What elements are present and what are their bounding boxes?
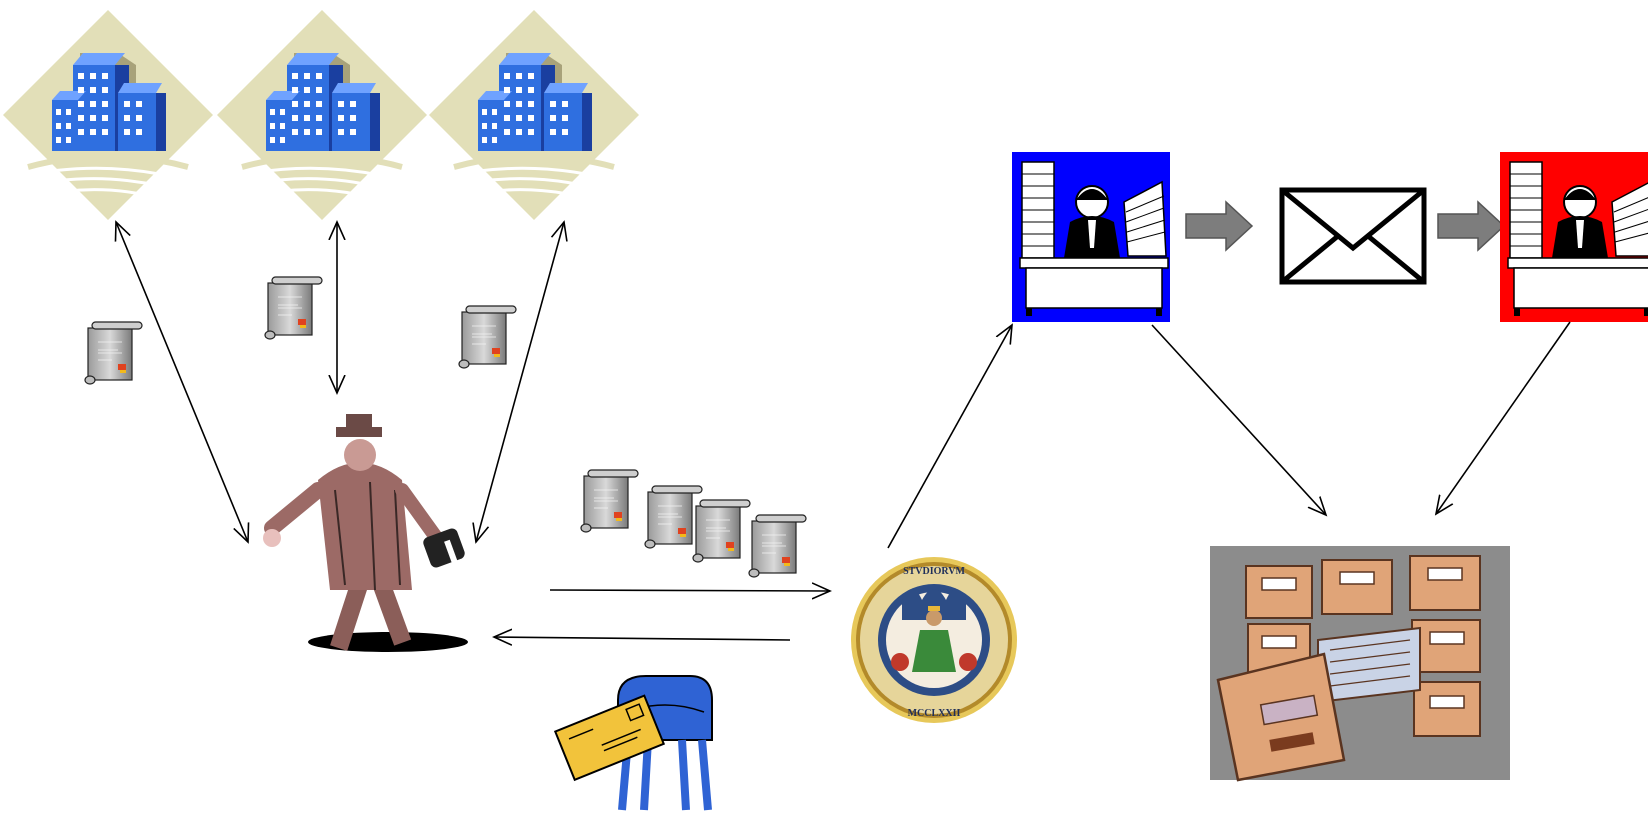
arrow-company3-courier <box>476 222 564 542</box>
arrow-courier-to-university <box>549 590 830 591</box>
document-scroll-icon <box>644 485 703 549</box>
svg-text:MCCLXXII: MCCLXXII <box>908 708 961 719</box>
arrow-university-to-courier <box>494 637 791 640</box>
arrow-sender-clerk-to-archive <box>1151 324 1326 515</box>
clerk-at-desk-icon <box>1011 151 1171 323</box>
office-building-icon <box>3 10 213 220</box>
document-scroll-icon <box>264 276 323 340</box>
mailbox-with-letter-icon <box>553 675 713 811</box>
arrow-receiver-clerk-to-archive <box>1436 321 1571 514</box>
card-file-cabinet-icon <box>1210 546 1510 782</box>
document-scroll-icon <box>458 305 517 369</box>
office-building-icon <box>217 10 427 220</box>
arrow-university-to-sender-clerk <box>887 325 1012 549</box>
document-scroll-icon <box>692 499 751 563</box>
university-seal-icon: STVDIORVM MCCLXXII <box>851 557 1017 723</box>
document-scroll-icon <box>84 321 143 385</box>
document-scroll-icon <box>580 469 639 533</box>
office-building-icon <box>429 10 639 220</box>
svg-text:STVDIORVM: STVDIORVM <box>903 566 965 577</box>
envelope-icon <box>1279 187 1427 285</box>
block-arrow-icon <box>1437 200 1506 252</box>
clerk-at-desk-icon <box>1500 152 1648 322</box>
block-arrow-icon <box>1185 200 1254 252</box>
document-scroll-icon <box>748 514 807 578</box>
arrow-company1-courier <box>116 222 248 542</box>
messenger-with-briefcase-icon <box>263 414 468 652</box>
